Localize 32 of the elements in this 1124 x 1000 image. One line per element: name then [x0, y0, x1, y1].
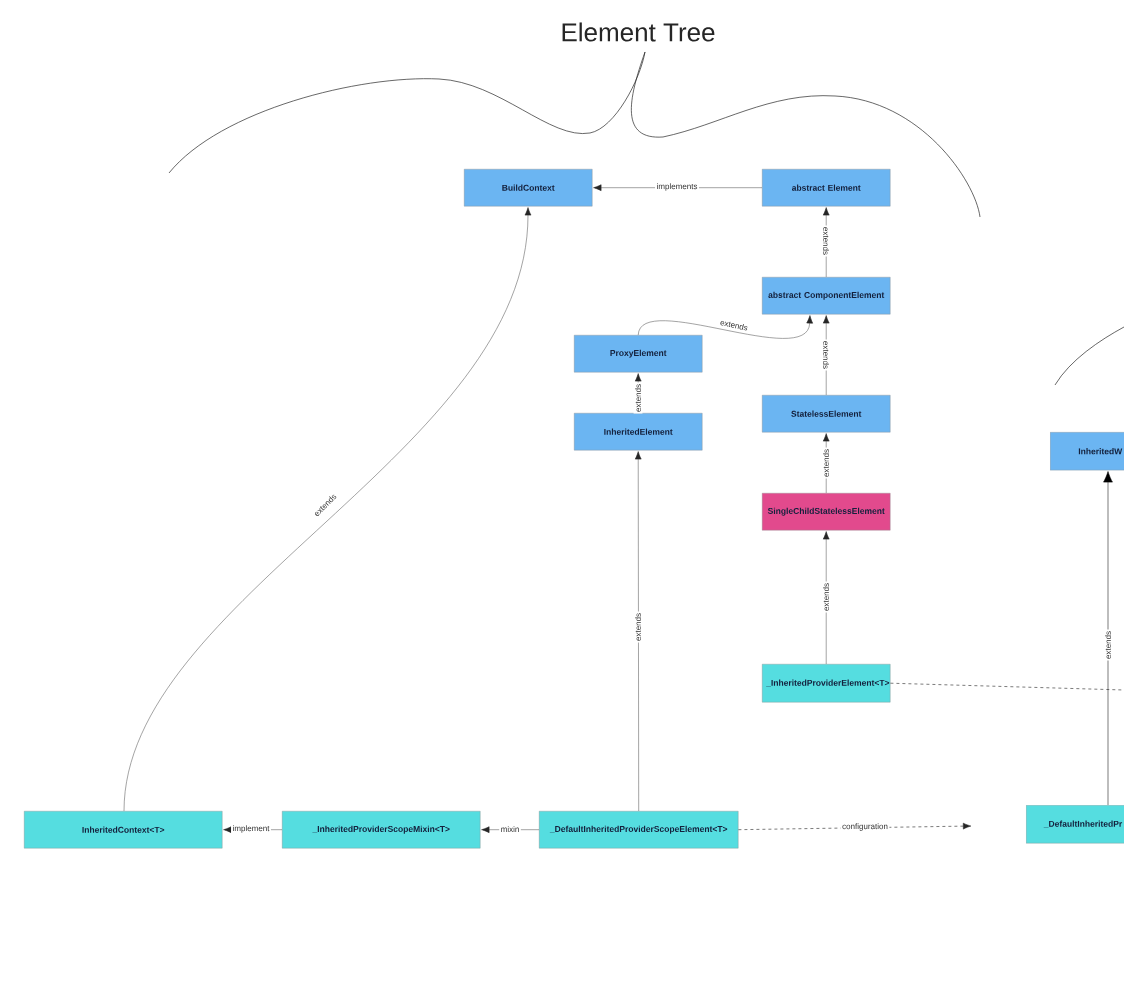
- edge-label: extends: [633, 611, 643, 643]
- class-box: _InheritedProviderScopeMixin<T>: [282, 811, 481, 849]
- class-box: SingleChildStatelessElement: [762, 493, 891, 531]
- class-box: _DefaultInheritedProviderScopeElement<T>: [539, 811, 739, 849]
- edge-label: extends: [821, 339, 831, 371]
- edge-label: extends: [717, 317, 751, 333]
- class-box: abstract ComponentElement: [762, 277, 891, 315]
- edge-label: extends: [1103, 629, 1113, 661]
- class-box: BuildContext: [464, 169, 593, 207]
- edge-label: extends: [821, 447, 831, 479]
- edge-label: extends: [633, 382, 643, 414]
- class-box: InheritedContext<T>: [24, 811, 223, 849]
- arrow: [481, 826, 540, 833]
- edge-label: implements: [655, 181, 699, 193]
- edge-label: extends: [821, 581, 831, 613]
- edge-label: extends: [821, 225, 831, 257]
- arrow: [637, 315, 813, 339]
- edge-label: configuration: [840, 821, 890, 833]
- class-box: StatelessElement: [762, 395, 891, 433]
- arrow: [1103, 471, 1113, 806]
- class-box: _InheritedProviderElement<T>: [762, 664, 891, 703]
- arrow: [123, 207, 532, 812]
- edge-label: implement: [231, 823, 271, 835]
- title: Element Tree: [562, 22, 715, 42]
- class-box: abstract Element: [762, 169, 891, 207]
- class-box: _DefaultInheritedPr: [1026, 805, 1124, 844]
- edge-label: mixin: [499, 824, 521, 834]
- class-box: InheritedElement: [574, 413, 703, 451]
- arrow: [634, 451, 642, 812]
- class-box: InheritedW: [1050, 432, 1124, 471]
- arrow: [738, 822, 972, 830]
- class-box: ProxyElement: [574, 335, 703, 373]
